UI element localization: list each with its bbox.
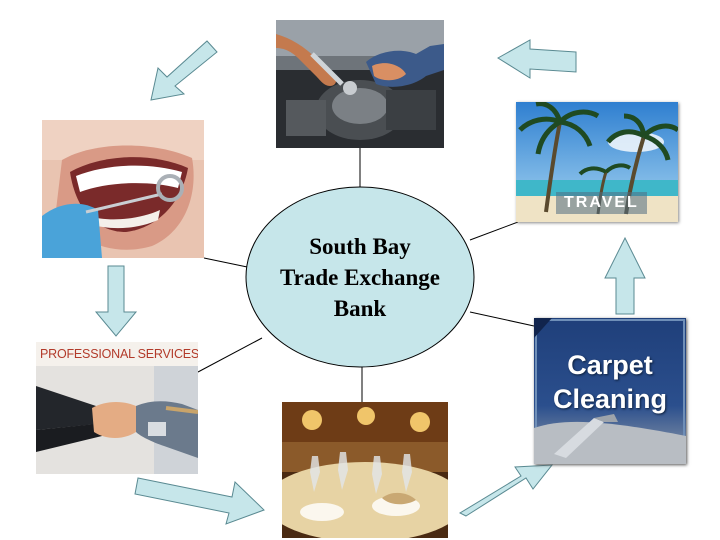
carpet-label-line-1: Carpet [567, 350, 653, 380]
connector-travel [469, 221, 519, 241]
mechanic-photo-tile [276, 20, 444, 148]
restaurant-table-photo-icon [282, 402, 448, 538]
dental-care-photo-icon [42, 120, 204, 258]
carpet-cleaning-photo-icon [534, 318, 686, 464]
restaurant-photo-tile [282, 402, 448, 538]
carpet-label-line-2: Cleaning [552, 384, 667, 414]
arrow-to-travel [604, 236, 646, 315]
connector-professional [197, 337, 263, 373]
professional-photo-tile: PROFESSIONAL SERVICES [36, 342, 198, 474]
flow-arrows [94, 39, 646, 525]
professional-services-banner: PROFESSIONAL SERVICES [40, 347, 198, 361]
arrow-to-professional [94, 265, 138, 337]
arrow-to-carpet [458, 464, 554, 517]
carpet-cleaning-label: Carpet Cleaning [534, 348, 686, 416]
travel-photo-tile: TRAVEL [516, 102, 678, 222]
carpet-photo-tile: Carpet Cleaning [534, 318, 686, 464]
handshake-photo-icon [36, 366, 198, 474]
hub-circle [245, 186, 475, 368]
dentist-photo-tile [42, 120, 204, 258]
arrow-to-dentist [150, 40, 218, 101]
arrow-to-mechanic [497, 39, 577, 79]
arrow-to-restaurant [134, 477, 265, 525]
travel-label: TRAVEL [556, 192, 647, 214]
connector-dentist [203, 257, 253, 269]
mechanic-repair-photo-icon [276, 20, 444, 148]
connector-carpet [469, 311, 535, 327]
